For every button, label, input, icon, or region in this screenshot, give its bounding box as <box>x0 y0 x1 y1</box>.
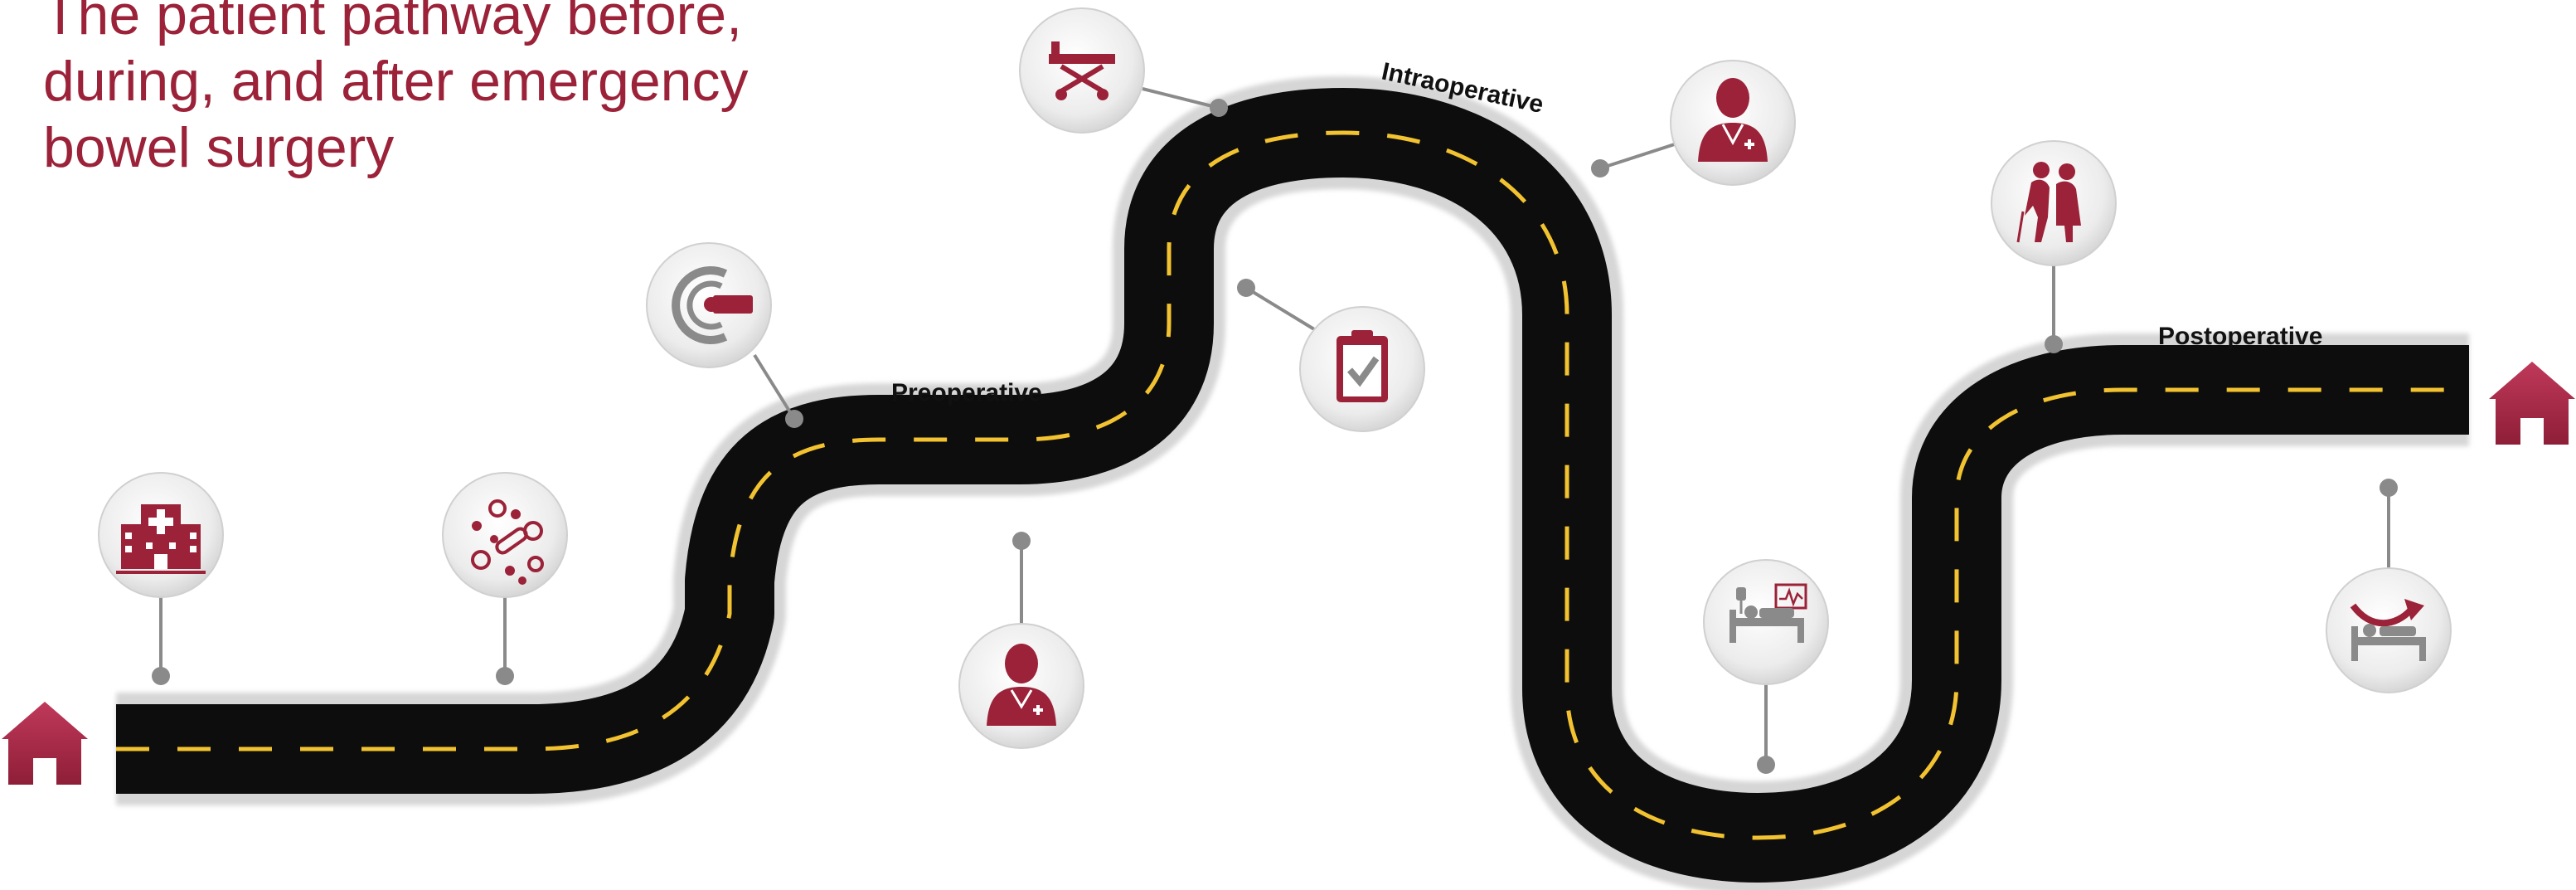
title-line-2: during, and after emergency <box>43 50 749 113</box>
phase-label-postoperative: Postoperative <box>2158 323 2322 350</box>
patient-discharge-icon <box>2350 599 2426 661</box>
milestone-elderly-couple <box>1991 140 2117 353</box>
milestone-hospital <box>98 472 224 685</box>
milestone-patient-discharge <box>2326 479 2452 693</box>
checklist-icon <box>1337 330 1388 402</box>
milestone-ct-scanner <box>646 242 803 428</box>
doctor-icon <box>987 644 1056 726</box>
milestone-surgeon <box>1591 60 1796 186</box>
milestone-doctor <box>958 532 1084 749</box>
home-icon <box>2489 362 2575 445</box>
page-title: The patient pathway before, during, and … <box>43 0 955 181</box>
title-line-3: bowel surgery <box>43 116 395 179</box>
hospital-bed-monitor-icon <box>1729 583 1807 643</box>
phase-label-preoperative: Preoperative <box>891 379 1042 406</box>
stretcher-icon <box>1049 41 1115 100</box>
title-line-1: The patient pathway before, <box>43 0 742 46</box>
germs-icon <box>471 499 544 585</box>
ct-scanner-icon <box>672 266 753 344</box>
milestone-germs <box>442 472 568 685</box>
hospital-icon <box>116 504 206 574</box>
milestone-hospital-bed <box>1703 559 1829 774</box>
elderly-couple-icon <box>2016 162 2081 243</box>
road-center-line <box>116 130 2469 840</box>
road <box>116 76 2469 890</box>
surgeon-icon <box>1698 78 1768 162</box>
milestone-checklist <box>1237 279 1425 432</box>
home-icon <box>2 702 88 785</box>
milestone-stretcher <box>1019 7 1228 134</box>
